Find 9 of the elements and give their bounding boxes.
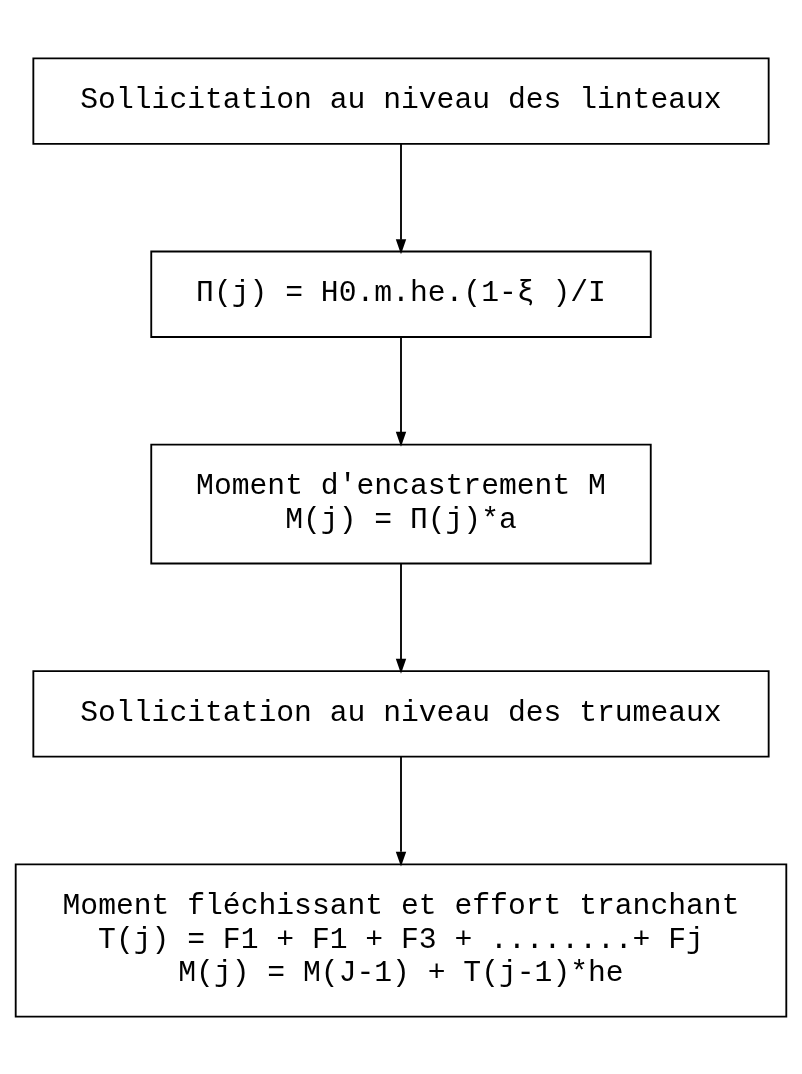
node-box: Sollicitation au niveau des linteaux (32, 57, 770, 145)
arrow (395, 142, 407, 254)
node-box: Moment d'encastrement M M(j) = Π(j)*a (150, 443, 652, 564)
node-box: Moment fléchissant et effort tranchant T(j) = F1 + F1 + F3 + ........+ Fj M(j) = M(J-1) + T(j-1)*he (14, 862, 788, 1017)
arrow (395, 562, 407, 674)
node-box: Sollicitation au niveau des trumeaux (32, 669, 770, 758)
arrow (395, 755, 407, 867)
node-box: Π(j) = H0.m.he.(1-ξ )/I (150, 250, 652, 338)
arrow (395, 335, 407, 447)
